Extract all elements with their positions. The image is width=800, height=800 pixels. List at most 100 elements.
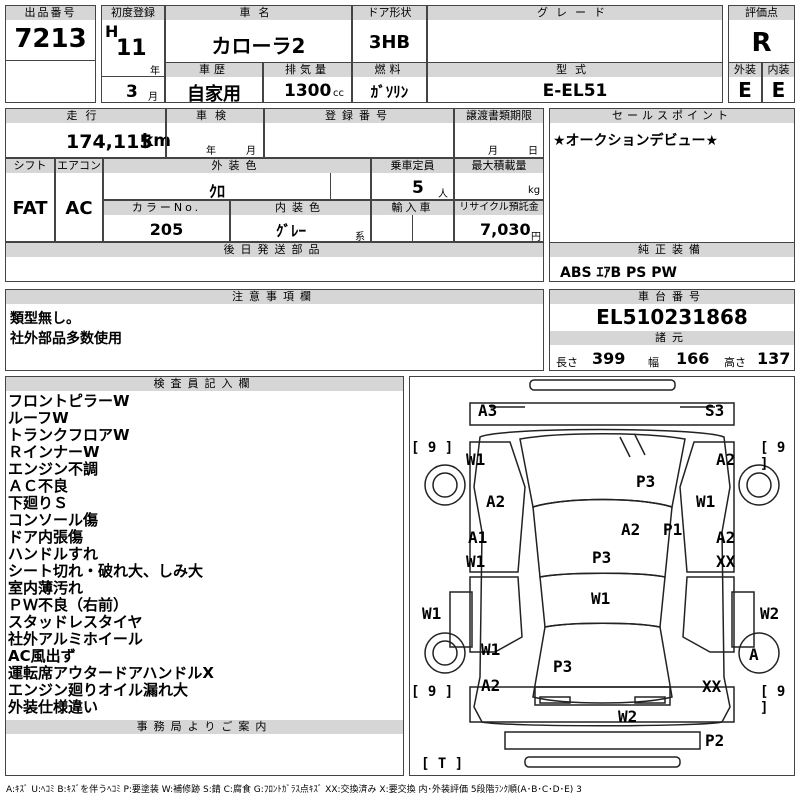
- damage-mark: W1: [481, 640, 501, 659]
- insp-year-unit: 年: [206, 146, 216, 157]
- ac: AC: [65, 198, 93, 219]
- inspector-line: フロントピラーW: [8, 392, 130, 410]
- inspector-line: 室内薄汚れ: [8, 579, 84, 597]
- era: H: [105, 22, 119, 41]
- damage-mark: W1: [696, 492, 716, 511]
- damage-mark: P3: [592, 548, 612, 567]
- inspection-box: [166, 108, 264, 158]
- wid-label: 幅: [648, 356, 659, 369]
- transfer-box: [454, 108, 544, 158]
- ext-label: 外装: [729, 63, 761, 77]
- ext-box: [728, 62, 762, 103]
- diagram-box: [409, 376, 795, 776]
- fuel-box: [352, 62, 427, 103]
- door-label: ドア形状: [353, 6, 426, 20]
- chassis-label: 車台番号: [550, 290, 794, 304]
- score: R: [751, 28, 772, 58]
- reg-label: 登録番号: [265, 109, 453, 123]
- month-unit: 月: [148, 92, 158, 103]
- recycle-label: リサイクル預託金: [455, 201, 543, 215]
- first-reg-year: 11: [116, 36, 147, 61]
- dims-label: 諸元: [550, 331, 794, 345]
- parts-label: 後日発送部品: [6, 243, 543, 257]
- recycle-box: [454, 200, 544, 242]
- name-label: 車名: [166, 6, 351, 20]
- intcolor-box: [230, 200, 371, 242]
- note-line: 類型無し。: [10, 311, 80, 327]
- displacement: 1300: [284, 81, 332, 101]
- mileage-label: 走行: [6, 109, 165, 123]
- shift-box: [5, 158, 55, 242]
- first-reg-month: 3: [126, 82, 138, 102]
- inspector-line: ルーフW: [8, 409, 69, 427]
- damage-mark: P3: [636, 472, 656, 491]
- insp-month-unit: 月: [246, 146, 256, 157]
- damage-mark: P1: [663, 520, 683, 539]
- colorno-label: カラーNo.: [104, 201, 229, 215]
- damage-mark: XX: [702, 677, 722, 696]
- load-box: [454, 158, 544, 200]
- color: ｸﾛ: [208, 182, 225, 201]
- model-box: [427, 62, 723, 103]
- lot-label: 出品番号: [6, 6, 95, 20]
- door-type: 3HB: [368, 32, 411, 53]
- displacement-box: [263, 62, 352, 103]
- inspector-line: スタッドレスタイヤ: [8, 613, 143, 631]
- equipment: ABS ｴｱB PS PW: [560, 265, 677, 281]
- capacity: 5: [412, 178, 424, 198]
- history-box: [165, 62, 263, 103]
- car-diagram: [424, 379, 780, 768]
- intcolor-label: 内装色: [231, 201, 370, 215]
- color-label: 外装色: [104, 159, 370, 173]
- tire-depth: [ 9 ]: [760, 440, 786, 472]
- inspector-line: シート切れ・破れ大、しみ大: [8, 562, 204, 580]
- damage-mark: P2: [705, 731, 725, 750]
- inspector-line: エンジン廻りオイル漏れ大: [8, 681, 189, 699]
- ext-score: E: [738, 78, 752, 102]
- damage-mark: W2: [618, 707, 638, 726]
- inspector-line: コンソール傷: [8, 511, 99, 529]
- tire-depth: [ 9 ]: [411, 440, 454, 456]
- damage-mark: A: [749, 645, 759, 664]
- equip-box: [549, 242, 795, 282]
- inspector-line: ドア内張傷: [8, 528, 84, 546]
- km-unit: km: [142, 131, 172, 151]
- displacement-label: 排気量: [264, 63, 351, 77]
- chassis-box: [549, 289, 795, 371]
- inspector-line: トランクフロアW: [8, 426, 130, 444]
- lot-box: [5, 5, 96, 103]
- damage-mark: A2: [621, 520, 641, 539]
- inspector-line: ハンドルすれ: [8, 545, 99, 563]
- model: E-EL51: [542, 81, 608, 101]
- load-label: 最大積載量: [455, 159, 543, 173]
- office-label: 事務局よりご案内: [6, 720, 403, 734]
- damage-mark: P3: [553, 657, 573, 676]
- inspector-line: 下廻りＳ: [8, 494, 69, 512]
- damage-mark: A1: [468, 528, 488, 547]
- inspector-line: 社外アルミホイール: [8, 630, 143, 648]
- intcolor: ｸﾞﾚｰ: [275, 222, 306, 240]
- inspector-line: ＡＣ不良: [8, 477, 69, 495]
- damage-mark: A2: [716, 528, 736, 547]
- equip-label: 純正装備: [550, 243, 794, 257]
- color-box: [103, 158, 371, 200]
- recycle: 7,030: [480, 220, 531, 239]
- int-label: 内装: [763, 63, 794, 77]
- transfer-label: 譲渡書類期限: [455, 109, 543, 123]
- first-reg-box: [101, 5, 165, 103]
- first-reg-label: 初度登録: [102, 6, 164, 20]
- history-label: 車歴: [166, 63, 262, 77]
- damage-mark: A2: [481, 676, 501, 695]
- kei-unit: 系: [355, 232, 365, 243]
- damage-mark: A3: [478, 401, 498, 420]
- parts-box: [5, 242, 544, 282]
- spare-tire: [ T ]: [421, 756, 464, 772]
- tire-depth: [ 9 ]: [411, 684, 454, 700]
- import-label: 輸入車: [372, 201, 453, 215]
- width: 166: [676, 349, 710, 368]
- grade-label: グレード: [428, 6, 722, 20]
- sales-label: セールスポイント: [550, 109, 794, 123]
- yen-unit: 円: [531, 232, 541, 243]
- mileage-box: [5, 108, 166, 158]
- inspector-label: 検査員記入欄: [6, 377, 403, 391]
